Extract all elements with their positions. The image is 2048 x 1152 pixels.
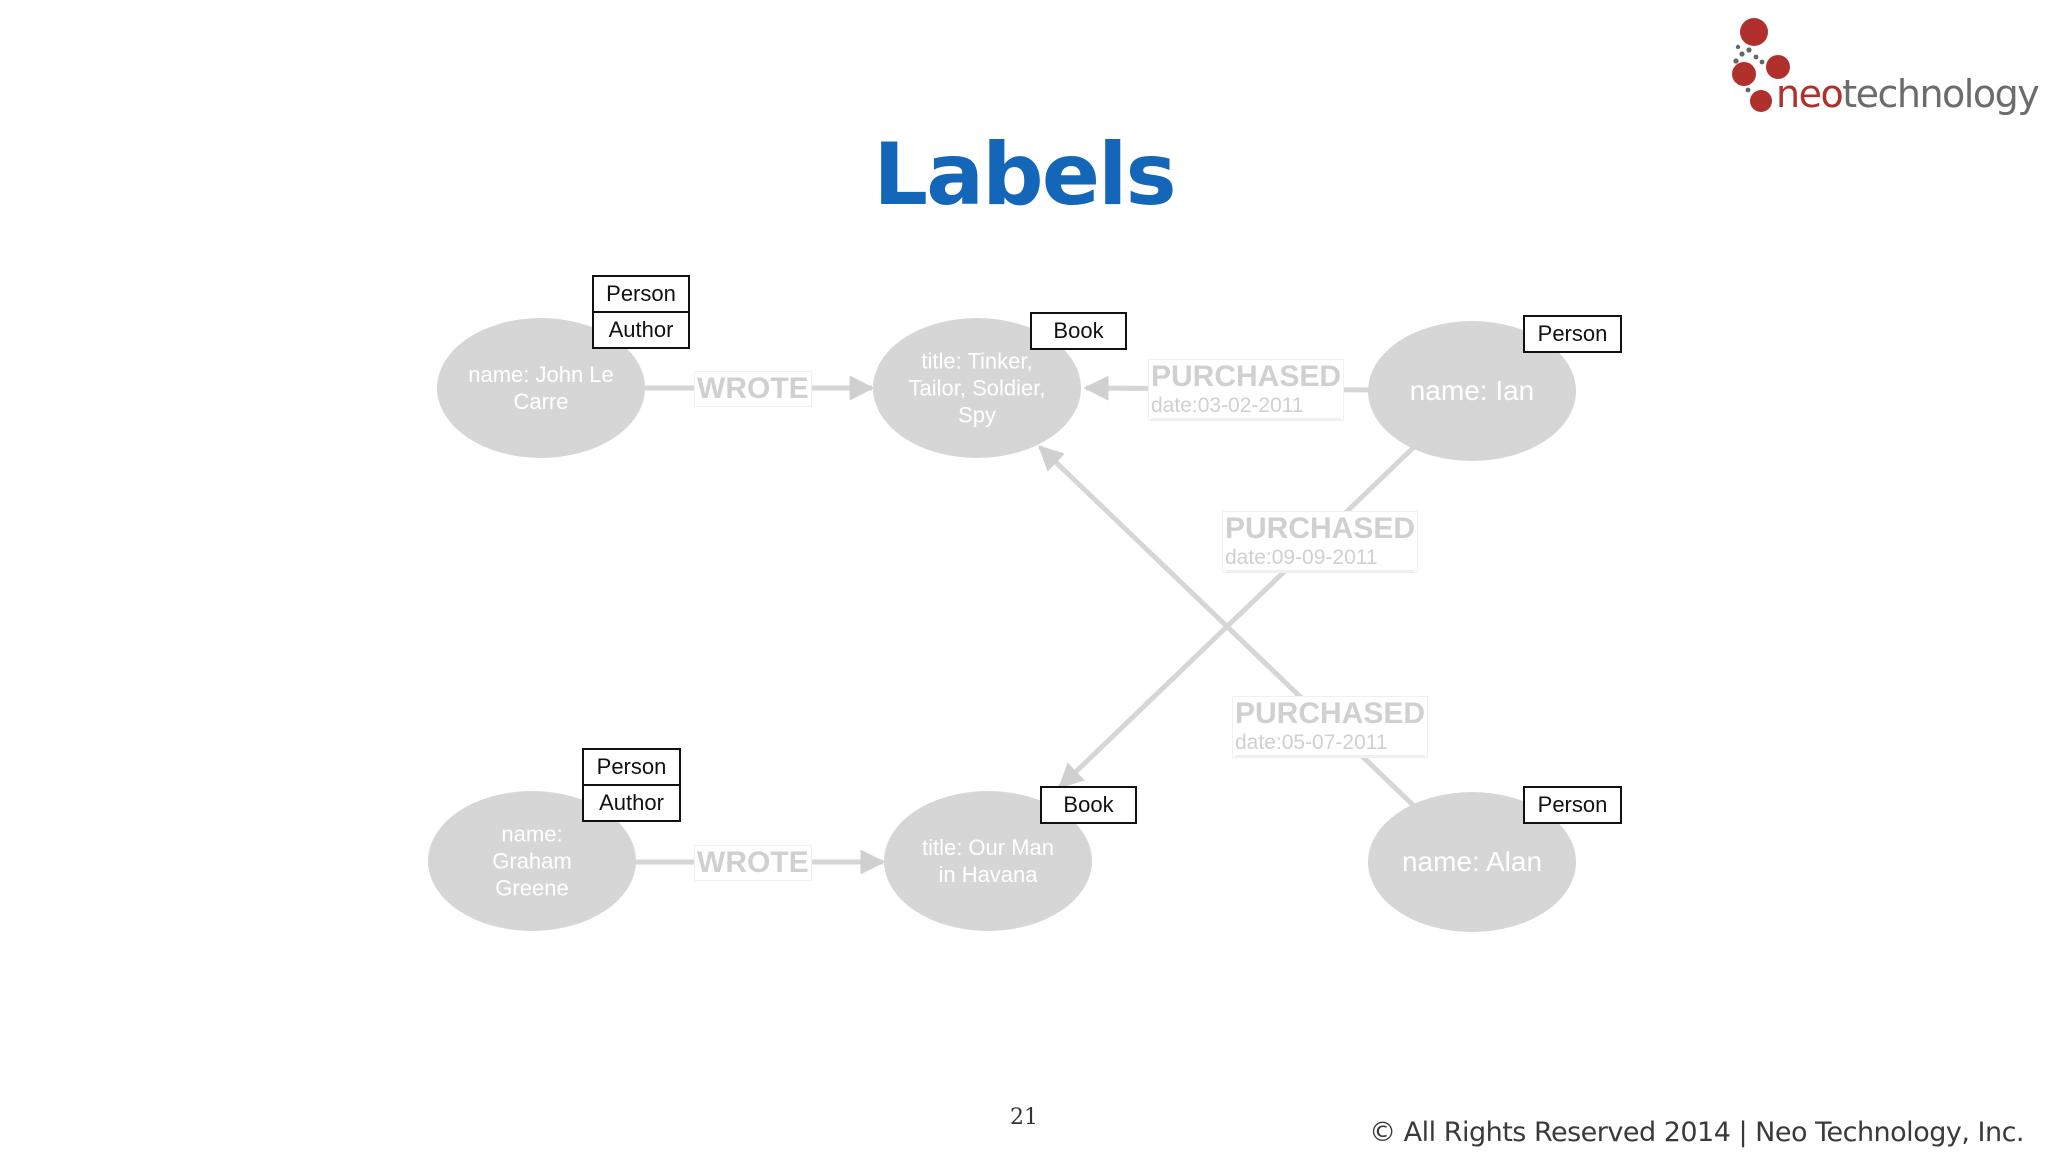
node-tinker-text: title: Tinker, Tailor, Soldier, Spy: [908, 348, 1046, 428]
copyright-notice: © All Rights Reserved 2014 | Neo Technol…: [1369, 1117, 2024, 1148]
node-alan: [1368, 792, 1576, 932]
neotechnology-logo: neotechnology: [1724, 14, 2040, 124]
rel-type: PURCHASED: [1235, 697, 1426, 730]
logo-wordmark: neotechnology: [1776, 72, 2040, 116]
label-author-graham: Author: [582, 784, 681, 822]
node-ian-text: name: Ian: [1409, 375, 1535, 406]
node-john-text: name: John Le Carre: [468, 362, 614, 414]
slide-title: Labels: [873, 125, 1176, 225]
node-graham-greene: [428, 791, 636, 931]
label-author-john: Author: [592, 311, 690, 349]
rel-date: date:03-02-2011: [1151, 394, 1342, 420]
rel-type: WROTE: [697, 846, 809, 879]
rel-wrote-2: WROTE: [694, 845, 812, 881]
rel-purchased-1: PURCHASED date:03-02-2011: [1148, 359, 1345, 421]
rel-type: PURCHASED: [1151, 360, 1342, 393]
label-person-ian: Person: [1523, 315, 1622, 353]
node-john-le-carre: [437, 318, 645, 458]
label-book-havana: Book: [1040, 786, 1137, 824]
label-person-graham: Person: [582, 748, 681, 786]
node-alan-text: name: Alan: [1401, 846, 1543, 877]
node-ian: [1368, 321, 1576, 461]
node-havana-text: title: Our Man in Havana: [921, 835, 1055, 887]
logo-dots-icon: [1732, 18, 1790, 112]
node-our-man-in-havana: [884, 791, 1092, 931]
label-person-john: Person: [592, 275, 690, 313]
node-tinker-tailor: [873, 318, 1081, 458]
label-person-alan: Person: [1523, 786, 1622, 824]
page-number: 21: [1010, 1105, 1038, 1130]
edge-purchased-2: [1058, 444, 1417, 789]
label-book-tinker: Book: [1030, 312, 1127, 350]
rel-type: WROTE: [697, 372, 809, 405]
rel-type: PURCHASED: [1225, 512, 1416, 545]
rel-purchased-3: PURCHASED date:05-07-2011: [1232, 696, 1429, 758]
rel-date: date:05-07-2011: [1235, 731, 1426, 757]
rel-date: date:09-09-2011: [1225, 546, 1416, 572]
node-graham-text: name: Graham Greene: [492, 821, 572, 901]
rel-wrote-1: WROTE: [694, 371, 812, 407]
rel-purchased-2: PURCHASED date:09-09-2011: [1222, 511, 1419, 573]
